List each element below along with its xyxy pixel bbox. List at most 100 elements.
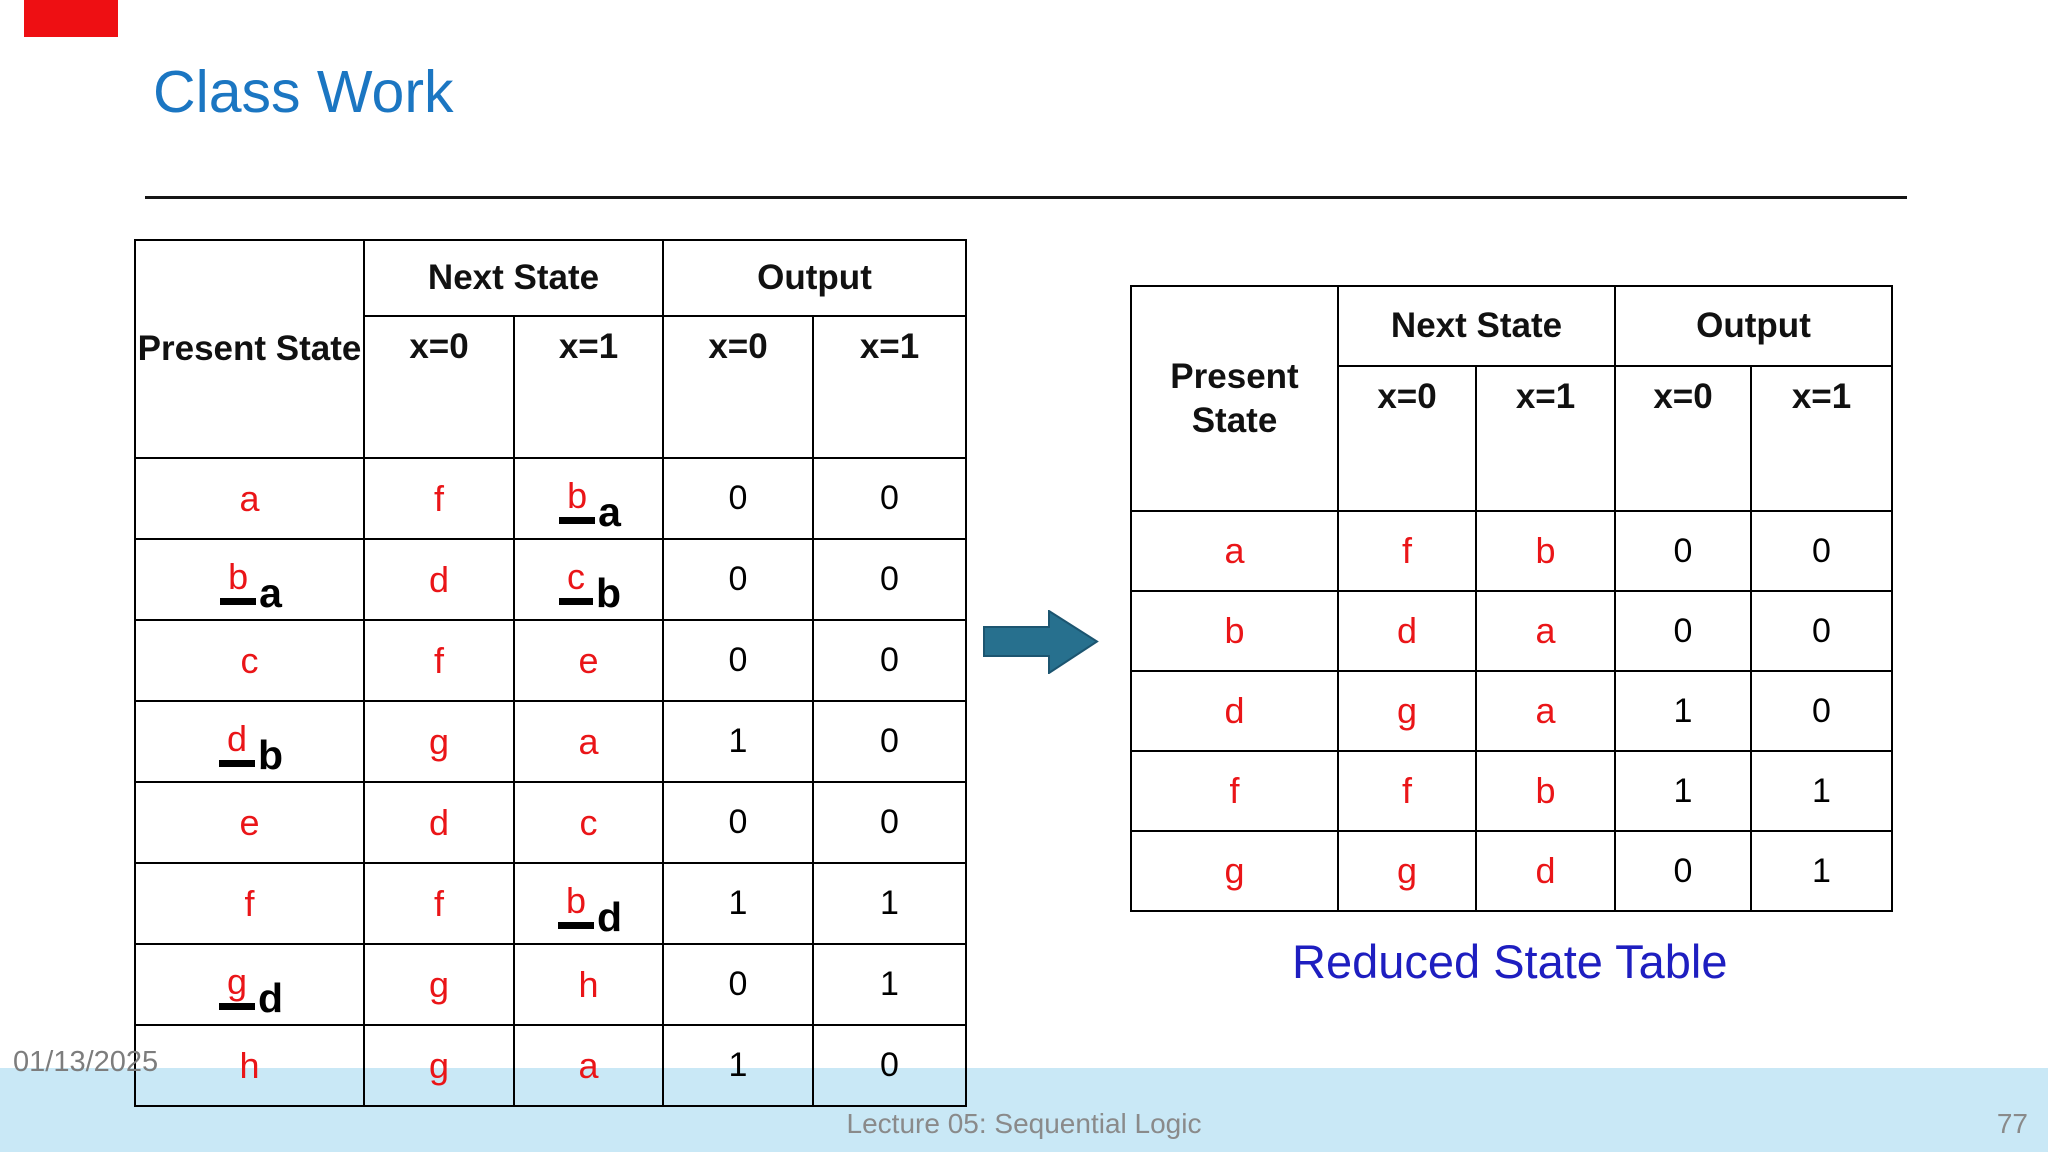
col-header-output: Output [1614, 285, 1894, 367]
output-x1-cell: 0 [812, 781, 968, 864]
state-letter: g [218, 962, 255, 1010]
output-x1-cell: 0 [812, 619, 968, 702]
output-x1-cell: 1 [812, 862, 968, 945]
state-letter: e [239, 801, 260, 843]
next-state-x0-cell: g [1337, 670, 1477, 752]
state-letter: b [1224, 610, 1245, 651]
state-letter: d [218, 719, 255, 767]
col-header-next-x0: x=0 [1337, 365, 1477, 512]
next-state-x0-cell: d [363, 538, 515, 621]
col-header-next-x1: x=1 [512, 315, 665, 459]
present-state-cell: h [134, 1024, 365, 1107]
output-x0-cell: 0 [662, 781, 815, 864]
col-header-next-x0: x=0 [363, 315, 515, 459]
right-arrow-icon [983, 610, 1099, 674]
output-x0-cell: 1 [662, 862, 815, 945]
col-header-output: Output [662, 239, 968, 317]
state-letter: g [428, 720, 450, 762]
state-letter: d [1535, 850, 1556, 891]
col-header-out-x1: x=1 [1750, 365, 1894, 512]
state-letter: c [558, 557, 593, 605]
replacement-letter: a [259, 569, 282, 616]
state-letter: a [239, 477, 260, 519]
reduced-state-table: Present State Next State Output x=0 x=1 … [1130, 285, 1894, 912]
output-x0-cell: 1 [1614, 670, 1753, 752]
state-letter: g [428, 963, 450, 1005]
state-letter: a [1535, 610, 1556, 651]
output-x0-cell: 0 [662, 457, 815, 540]
present-state-cell: g [1130, 830, 1339, 912]
replacement-letter: d [597, 893, 623, 940]
col-header-present-state: Present State [1130, 285, 1339, 512]
state-letter: f [433, 882, 444, 924]
state-letter: g [1396, 690, 1418, 731]
next-state-x0-cell: g [363, 700, 515, 783]
output-x0-cell: 0 [662, 943, 815, 1026]
next-state-x0-cell: g [1337, 830, 1477, 912]
state-letter: a [1224, 530, 1245, 571]
state-letter: b [1535, 530, 1556, 571]
next-state-x1-cell: a [512, 1024, 665, 1107]
next-state-x0-cell: d [1337, 590, 1477, 672]
next-state-x0-cell: g [363, 943, 515, 1026]
output-x1-cell: 0 [1750, 590, 1894, 672]
present-state-cell: f [1130, 750, 1339, 832]
original-state-table: Present State Next State Output x=0 x=1 … [134, 239, 968, 1107]
state-letter: d [428, 558, 450, 600]
col-header-next-state: Next State [362, 239, 665, 317]
col-header-out-x0: x=0 [662, 315, 815, 459]
reduced-table-caption: Reduced State Table [1292, 935, 1728, 988]
output-x0-cell: 0 [1614, 510, 1753, 592]
state-letter: b [220, 557, 257, 605]
next-state-x0-cell: f [363, 457, 515, 540]
state-letter: f [433, 477, 444, 519]
next-state-x1-cell: h [512, 943, 665, 1026]
output-x0-cell: 1 [662, 700, 815, 783]
next-state-x1-cell: b [1474, 510, 1617, 592]
next-state-x1-cell: b [1474, 750, 1617, 832]
col-header-present-state: Present State [134, 239, 365, 459]
output-x0-cell: 1 [662, 1024, 815, 1107]
output-x1-cell: 1 [1750, 830, 1894, 912]
state-letter: b [1535, 770, 1556, 811]
col-header-out-x0: x=0 [1614, 365, 1753, 512]
state-letter: a [1535, 690, 1556, 731]
col-header-next-state: Next State [1336, 285, 1617, 367]
state-letter: d [428, 801, 450, 843]
output-x0-cell: 0 [1614, 830, 1753, 912]
present-state-cell: f [134, 862, 365, 945]
state-letter: f [1401, 530, 1412, 571]
slide-date: 01/13/2025 [13, 1046, 159, 1078]
next-state-x0-cell: d [363, 781, 515, 864]
state-letter: h [578, 963, 599, 1005]
next-state-x0-cell: g [363, 1024, 515, 1107]
next-state-x1-cell: a [1474, 670, 1617, 752]
output-x1-cell: 1 [812, 943, 968, 1026]
replacement-letter: b [595, 569, 622, 616]
output-x0-cell: 1 [1614, 750, 1753, 832]
state-letter: d [1396, 610, 1418, 651]
state-letter: c [240, 639, 259, 681]
output-x0-cell: 0 [1614, 590, 1753, 672]
state-letter: f [1401, 770, 1412, 811]
state-letter: g [1396, 850, 1418, 891]
state-letter: f [433, 639, 444, 681]
state-letter: c [579, 801, 598, 843]
next-state-x1-cell: a [512, 700, 665, 783]
state-letter: h [239, 1044, 260, 1086]
